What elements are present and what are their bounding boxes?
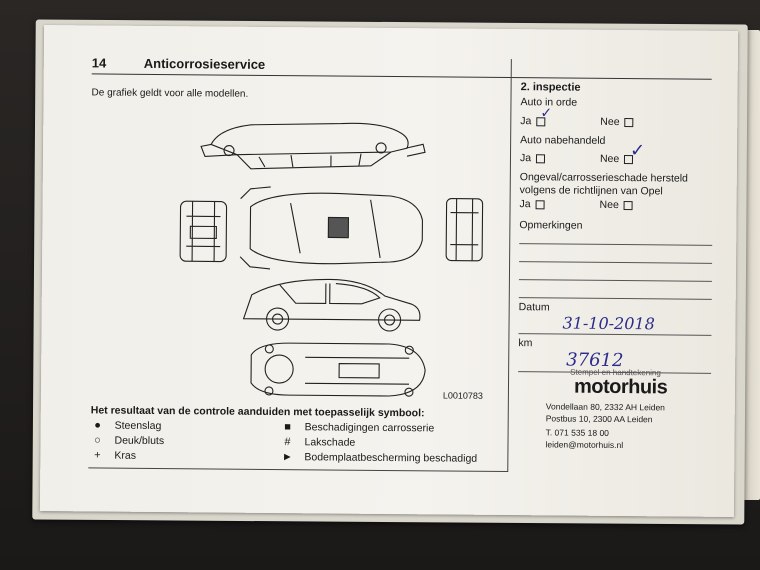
q1-no-checkbox[interactable] xyxy=(624,117,634,127)
q1-no-option[interactable]: Nee xyxy=(600,115,634,129)
dealer-logo: motorhuis xyxy=(573,375,668,399)
legend-label: Steenslag xyxy=(114,419,162,433)
legend-symbol-hash: # xyxy=(284,436,291,449)
q3-no-option[interactable]: Nee xyxy=(600,199,633,211)
legend-label: Deuk/bluts xyxy=(114,434,165,448)
legend-label: Kras xyxy=(114,449,137,462)
dealer-address: Vondellaan 80, 2332 AH Leiden xyxy=(545,401,665,413)
q3-no-label: Nee xyxy=(599,198,619,212)
q2-no-label: Nee xyxy=(599,152,620,166)
q3-label: Ongeval/carrosserieschade hersteld xyxy=(519,171,688,185)
dealer-stamp: Stempel en handtekening motorhuis Vondel… xyxy=(519,367,719,450)
inspection-form: 2. inspectie Auto in orde Ja ✓ Nee Auto … xyxy=(518,81,721,374)
checkmark-icon: ✓ xyxy=(629,140,646,162)
service-booklet-page: 14 Anticorrosieservice De grafiek geldt … xyxy=(39,24,739,518)
remarks-label: Opmerkingen xyxy=(519,219,583,232)
car-front-view xyxy=(179,200,228,263)
car-side-view xyxy=(242,278,421,332)
q3-yes-option[interactable]: Ja xyxy=(520,198,545,210)
q2-yes-option[interactable]: Ja xyxy=(519,152,546,165)
legend-title: Het resultaat van de controle aanduiden … xyxy=(90,404,425,420)
q1-yes-label: Ja xyxy=(520,115,532,128)
legend-symbol-filled-square: ■ xyxy=(284,421,292,434)
q3-yes-label: Ja xyxy=(519,198,531,211)
km-label: km xyxy=(518,337,533,350)
legend-item-bodemplaat: ► Bodemplaatbescherming beschadigd xyxy=(280,451,477,465)
date-line xyxy=(518,333,712,336)
date-label: Datum xyxy=(518,301,550,314)
legend-item-kras: + Kras xyxy=(90,449,136,461)
legend-label: Lakschade xyxy=(304,436,356,449)
car-rear-view xyxy=(445,197,484,262)
q2-yes-label: Ja xyxy=(519,152,532,165)
inspection-heading: 2. inspectie xyxy=(520,81,581,94)
car-underbody-view xyxy=(250,342,426,397)
page-title: Anticorrosieservice xyxy=(143,55,266,72)
dealer-phone: T. 071 535 18 00 xyxy=(545,427,609,438)
q3-no-checkbox[interactable] xyxy=(623,200,633,210)
page-header: 14 Anticorrosieservice xyxy=(91,55,712,80)
legend-symbol-triangle: ► xyxy=(281,451,293,464)
diagram-code: L0010783 xyxy=(442,390,484,401)
legend-row: + Kras ► Bodemplaatbescherming beschadig… xyxy=(90,449,510,468)
legend-label: Bodemplaatbescherming beschadigd xyxy=(304,451,478,465)
car-top-view xyxy=(200,122,426,170)
remarks-line[interactable] xyxy=(519,261,713,264)
intro-text: De grafiek geldt voor alle modellen. xyxy=(91,87,249,100)
remarks-line[interactable] xyxy=(518,297,712,300)
legend-item-deuk: ○ Deuk/bluts xyxy=(90,434,164,447)
legend-item-lakschade: # Lakschade xyxy=(280,436,355,449)
remarks-line[interactable] xyxy=(519,243,713,246)
legend-item-steenslag: ● Steenslag xyxy=(91,419,162,433)
q2-no-option[interactable]: Nee xyxy=(599,152,634,166)
legend-label: Beschadigingen carrosserie xyxy=(304,421,435,435)
date-value[interactable]: 31-10-2018 xyxy=(562,313,655,334)
legend-symbol-open-circle: ○ xyxy=(94,434,101,447)
dealer-postbus: Postbus 10, 2300 AA Leiden xyxy=(545,413,653,425)
car-plan-view xyxy=(239,186,423,270)
divider xyxy=(88,467,509,473)
legend-symbol-plus: + xyxy=(94,449,101,462)
dealer-email: leiden@motorhuis.nl xyxy=(545,439,624,451)
q3-yes-checkbox[interactable] xyxy=(535,199,545,209)
column-divider xyxy=(507,59,512,472)
remarks-line[interactable] xyxy=(518,279,712,282)
legend-symbol-filled-circle: ● xyxy=(94,419,102,432)
q2-label: Auto nabehandeld xyxy=(520,134,606,147)
q3-label-line2: volgens de richtlijnen van Opel xyxy=(519,184,663,198)
car-inspection-diagram xyxy=(179,122,484,397)
legend-item-beschadigingen: ■ Beschadigingen carrosserie xyxy=(281,421,435,435)
page-number: 14 xyxy=(91,55,107,71)
q2-yes-checkbox[interactable] xyxy=(536,153,546,163)
checkmark-icon: ✓ xyxy=(540,105,553,122)
legend: ● Steenslag ■ Beschadigingen carrosserie… xyxy=(90,419,510,468)
q1-no-label: Nee xyxy=(600,115,620,129)
